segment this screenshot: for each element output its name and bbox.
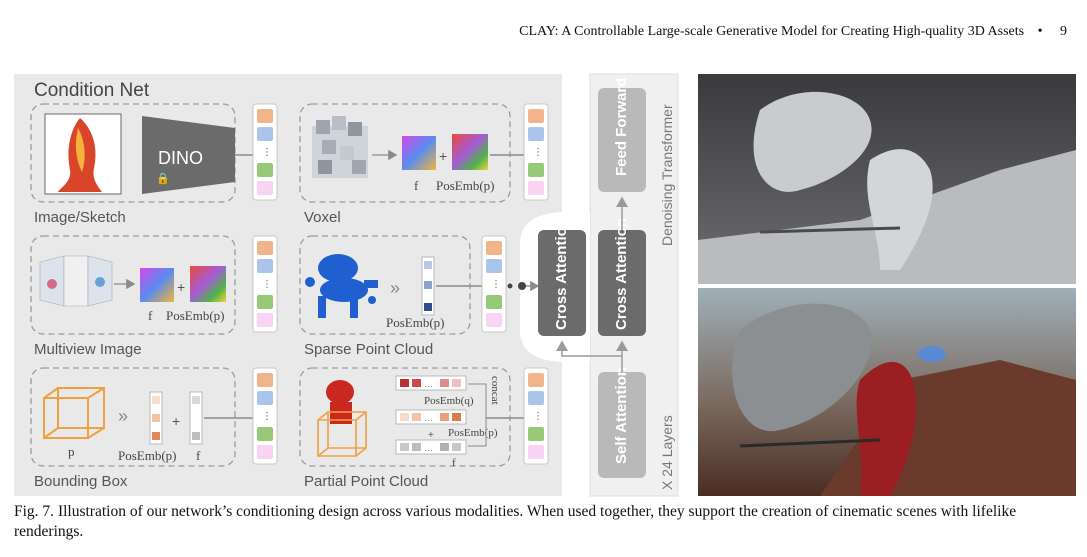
svg-text:+: + xyxy=(439,148,447,164)
svg-text:⋮: ⋮ xyxy=(262,279,272,290)
image-sketch-label: Image/Sketch xyxy=(34,209,126,226)
partial-token-row-p: … xyxy=(396,410,466,424)
bbox-feature-column xyxy=(190,392,202,444)
partial-point-cloud-label: Partial Point Cloud xyxy=(304,473,428,490)
bounding-box-label: Bounding Box xyxy=(34,473,128,490)
self-attention-label: Self Attention xyxy=(613,367,630,464)
token-stack-voxel: ⋮ xyxy=(524,104,548,200)
chevron-right-icon: » xyxy=(118,406,128,426)
render-clay-view xyxy=(698,74,1076,284)
svg-text:+: + xyxy=(428,430,434,441)
svg-text:⋮: ⋮ xyxy=(491,279,501,290)
partial-concat-label: concat xyxy=(489,376,501,405)
svg-text:…: … xyxy=(424,379,433,389)
denoising-transformer-label: Denoising Transformer xyxy=(659,104,675,246)
multiview-label: Multiview Image xyxy=(34,341,142,358)
voxel-posemb-label: PosEmb(p) xyxy=(436,178,495,193)
render-cinematic-view xyxy=(698,288,1076,496)
sparse-point-cloud-label: Sparse Point Cloud xyxy=(304,341,433,358)
partial-token-row-f: … xyxy=(396,440,466,454)
multiview-f-label: f xyxy=(148,308,153,323)
token-stack-partial: ⋮ xyxy=(524,368,548,464)
svg-text:⋮: ⋮ xyxy=(533,411,543,422)
svg-text:+: + xyxy=(172,413,180,429)
multiview-images-icon xyxy=(40,256,112,306)
figure-caption-text: Illustration of our network’s conditioni… xyxy=(14,503,1016,540)
condition-net-title: Condition Net xyxy=(34,80,150,101)
token-stack-sparse: ⋮ xyxy=(482,236,506,332)
bbox-f-label: f xyxy=(196,448,201,463)
partial-posemb-q-label: PosEmb(q) xyxy=(424,395,474,407)
svg-text:…: … xyxy=(424,443,433,453)
partial-token-row-q: … xyxy=(396,376,466,390)
svg-text:⋮: ⋮ xyxy=(262,147,272,158)
figure-caption-label: Fig. 7. xyxy=(14,503,54,520)
bbox-posemb-label: PosEmb(p) xyxy=(118,448,177,463)
sparse-token-column xyxy=(422,257,434,315)
voxel-label: Voxel xyxy=(304,209,341,226)
figure-caption: Fig. 7. Illustration of our network’s co… xyxy=(14,502,1074,542)
figure-7: Condition Net DINO 🔒 Image/Sketch + f Po… xyxy=(0,0,1087,500)
partial-posemb-p-label: PosEmb(p) xyxy=(448,427,498,439)
lock-icon: 🔒 xyxy=(156,172,170,185)
token-stack-image: ⋮ xyxy=(253,104,277,200)
svg-text:+: + xyxy=(177,279,185,295)
svg-text:…: … xyxy=(424,413,433,423)
bbox-token-column xyxy=(150,392,162,444)
voxel-feature-cube xyxy=(402,136,436,170)
chevron-right-icon: » xyxy=(390,278,400,298)
svg-text:⋮: ⋮ xyxy=(262,411,272,422)
multiview-posemb-cube xyxy=(190,266,226,302)
voxel-posemb-cube xyxy=(452,134,488,170)
voxel-f-label: f xyxy=(414,178,419,193)
token-stack-bbox: ⋮ xyxy=(253,368,277,464)
svg-text:⋮: ⋮ xyxy=(533,147,543,158)
cross-attention-condition-label: Cross Attention xyxy=(553,218,570,330)
multiview-posemb-label: PosEmb(p) xyxy=(166,308,225,323)
partial-f-label: f xyxy=(452,457,456,469)
voxel-icon xyxy=(312,116,368,178)
layers-label: X 24 Layers xyxy=(659,415,675,490)
dino-label: DINO xyxy=(158,148,203,168)
multiview-feature-cube xyxy=(140,268,174,302)
cross-attention-label: Cross Attention xyxy=(613,218,630,330)
token-stack-multiview: ⋮ xyxy=(253,236,277,332)
sparse-posemb-label: PosEmb(p) xyxy=(386,315,445,330)
bbox-p-label: p xyxy=(68,444,75,459)
feed-forward-label: Feed Forward xyxy=(613,78,630,176)
